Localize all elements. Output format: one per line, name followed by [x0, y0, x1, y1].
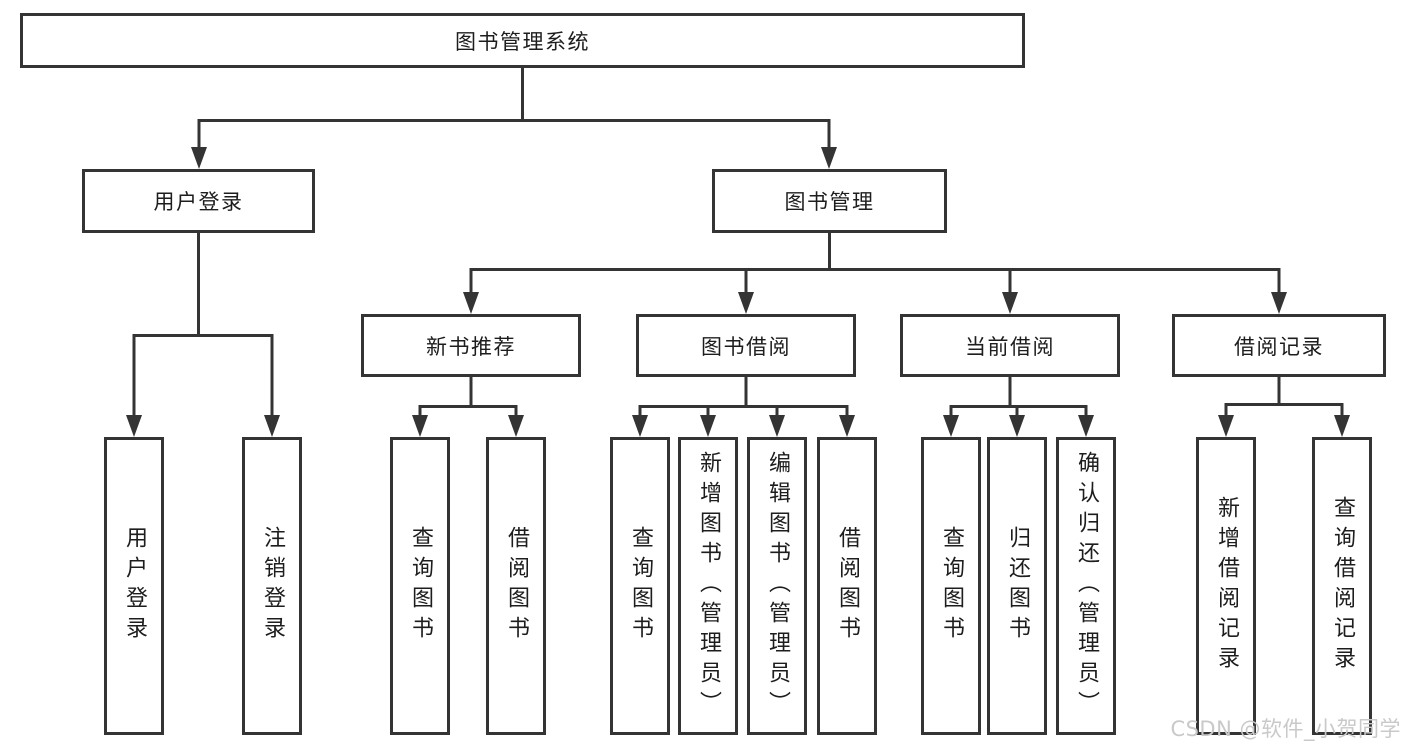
leaf-rc-add-record: 新增借阅记录	[1196, 437, 1256, 735]
edge-new-rec-split	[418, 376, 518, 418]
csdn-watermark: CSDN @软件_小贺同学	[1170, 717, 1401, 741]
leaf-bw-edit-books-admin: 编辑图书（管理员）	[747, 437, 807, 735]
edge-borrow-split	[638, 376, 849, 418]
edge-current-split	[949, 376, 1088, 418]
leaf-bw-add-books-admin: 新增图书（管理员）	[678, 437, 738, 735]
leaf-nr-borrow-books: 借阅图书	[486, 437, 546, 735]
node-current-borrowing: 当前借阅	[900, 314, 1120, 377]
node-user-login: 用户登录	[82, 169, 315, 233]
node-borrowing-records: 借阅记录	[1172, 314, 1386, 377]
leaf-user-login: 用户登录	[104, 437, 164, 735]
leaf-cu-return-books: 归还图书	[987, 437, 1047, 735]
arrowheads	[126, 147, 1350, 437]
leaf-rc-query-record: 查询借阅记录	[1312, 437, 1372, 735]
edge-user-login-split	[132, 232, 274, 418]
leaf-cu-confirm-return-admin: 确认归还（管理员）	[1056, 437, 1116, 735]
edge-book-mgmt-split	[469, 232, 1281, 295]
leaf-bw-query-books: 查询图书	[610, 437, 670, 735]
leaf-logout: 注销登录	[242, 437, 302, 735]
leaf-cu-query-books: 查询图书	[921, 437, 981, 735]
node-new-book-recommend: 新书推荐	[361, 314, 581, 377]
edge-record-split	[1224, 376, 1344, 418]
leaf-nr-query-books: 查询图书	[390, 437, 450, 735]
node-book-management-system: 图书管理系统	[20, 13, 1025, 68]
leaf-bw-borrow-books: 借阅图书	[817, 437, 877, 735]
edge-root-split	[197, 67, 831, 150]
node-book-management: 图书管理	[712, 169, 947, 233]
node-book-borrowing: 图书借阅	[636, 314, 856, 377]
